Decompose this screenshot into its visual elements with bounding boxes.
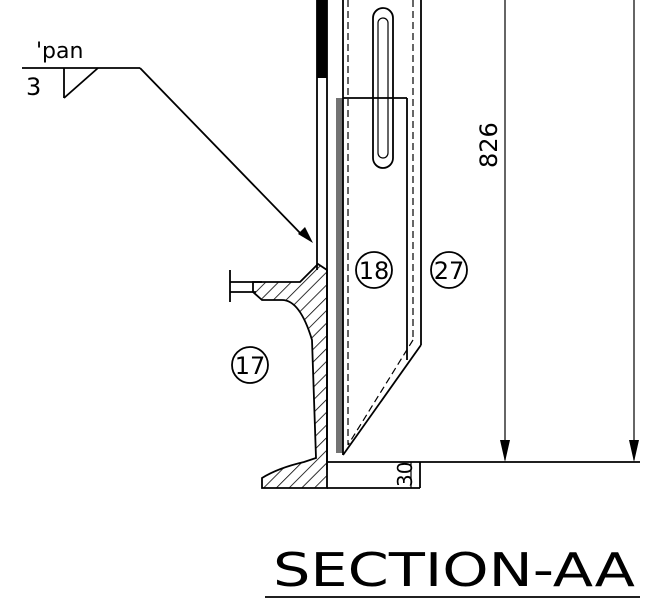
base-profile bbox=[229, 262, 328, 489]
dark-strip bbox=[317, 0, 327, 78]
dimension-30: 30 bbox=[393, 462, 417, 487]
profile-section bbox=[252, 262, 328, 489]
balloon-27-label: 27 bbox=[434, 257, 465, 285]
section-title-text: SECTION-AA bbox=[273, 543, 636, 597]
balloon-17: 17 bbox=[231, 346, 269, 384]
leader-arrowhead bbox=[298, 227, 313, 243]
dim-arrow-right bbox=[629, 440, 639, 462]
balloon-18-label: 18 bbox=[359, 257, 390, 285]
gasket-strip bbox=[336, 98, 343, 453]
dimension-826-label: 826 bbox=[475, 122, 503, 168]
weld-process-label: 'pan bbox=[36, 39, 83, 64]
weld-symbol: 'pan 3 bbox=[22, 39, 313, 243]
post-plates bbox=[316, 0, 422, 470]
section-title: SECTION-AA bbox=[265, 543, 640, 598]
balloon-27: 27 bbox=[430, 251, 468, 289]
slot bbox=[372, 7, 394, 169]
balloon-17-label: 17 bbox=[235, 352, 266, 380]
bottom-plate: 30 bbox=[327, 461, 640, 489]
weld-size-label: 3 bbox=[26, 73, 41, 101]
dim-arrow-left bbox=[500, 440, 510, 462]
dimension-826: 826 bbox=[475, 0, 639, 462]
balloon-18: 18 bbox=[355, 251, 393, 289]
